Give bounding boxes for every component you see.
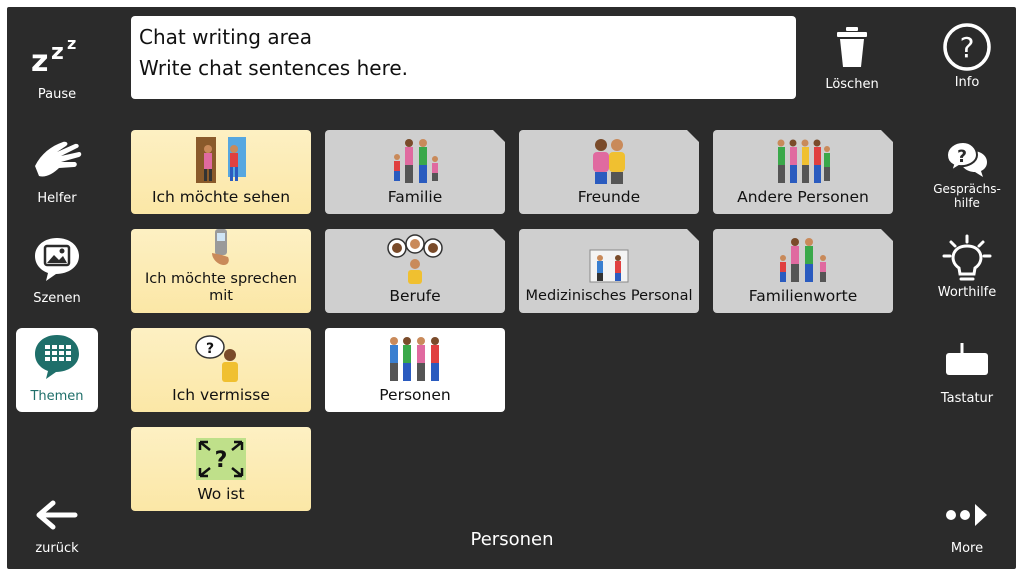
svg-text:?: ? [957,147,967,167]
tile-ich-vermisse[interactable]: ? Ich vermisse [131,328,311,412]
trash-icon [834,22,870,72]
worthilfe-button[interactable]: Worthilfe [926,230,1008,314]
group-people-icon [773,133,833,185]
helping-hand-icon [31,134,83,184]
tastatur-label: Tastatur [940,391,994,406]
topics-grid-icon [32,332,82,382]
page-title: Personen [470,529,554,550]
loeschen-label: Löschen [825,77,879,92]
svg-text:z: z [31,44,48,75]
family-people-icon [385,133,445,185]
svg-text:?: ? [960,31,975,64]
people-group-icon [385,331,445,383]
tile-label: Ich möchte sprechen mit [144,271,298,304]
sleep-zzz-icon: z z z [29,28,85,78]
info-label: Info [954,75,980,90]
pause-label: Pause [37,87,77,102]
family-words-icon [773,232,833,284]
see-door-icon [192,133,250,185]
tile-label: Andere Personen [737,188,869,206]
where-map-icon: ? [194,430,248,482]
svg-text:?: ? [206,341,214,357]
zurueck-button[interactable]: zurück [16,486,98,570]
tile-label: Freunde [577,188,641,206]
medical-staff-icon [588,246,630,284]
tile-label: Personen [379,386,451,404]
worthilfe-label: Worthilfe [937,285,997,300]
tile-label: Ich vermisse [172,386,270,404]
tile-personen[interactable]: Personen [325,328,505,412]
arrow-left-icon [35,490,79,540]
svg-text:?: ? [215,448,228,473]
helfer-label: Helfer [37,191,77,206]
lightbulb-icon [941,234,993,284]
scene-image-icon [32,234,82,284]
gespraechshilfe-button[interactable]: ? Gesprächs- hilfe [926,130,1008,214]
chat-line-1: Chat writing area [139,25,312,49]
tile-ich-moechte-sehen[interactable]: Ich möchte sehen [131,130,311,214]
tile-label: Wo ist [197,485,245,503]
chat-line-2: Write chat sentences here. [139,56,409,80]
themen-label: Themen [30,389,84,404]
tile-label: Ich möchte sehen [151,188,291,206]
tile-medizinisches-personal[interactable]: Medizinisches Personal [519,229,699,313]
chat-writing-area[interactable]: Chat writing area Write chat sentences h… [131,16,796,99]
friends-icon [584,133,634,185]
more-arrow-icon [943,490,991,540]
svg-text:z: z [67,34,76,53]
szenen-button[interactable]: Szenen [16,230,98,314]
tile-berufe[interactable]: Berufe [325,229,505,313]
tile-andere-personen[interactable]: Andere Personen [713,130,893,214]
tile-familienworte[interactable]: Familienworte [713,229,893,313]
pause-button[interactable]: z z z Pause [16,24,98,108]
helfer-button[interactable]: Helfer [16,130,98,214]
missing-thought-icon: ? [192,331,250,383]
tile-freunde[interactable]: Freunde [519,130,699,214]
conversation-help-icon: ? [945,134,989,184]
tastatur-button[interactable]: Tastatur [926,330,1008,414]
info-button[interactable]: ? Info [926,18,1008,102]
professions-icon [386,232,444,284]
loeschen-button[interactable]: Löschen [810,18,894,102]
tile-label: Berufe [389,287,441,305]
tile-familie[interactable]: Familie [325,130,505,214]
tile-wo-ist[interactable]: ? Wo ist [131,427,311,511]
phone-talk-icon [206,227,236,267]
help-question-icon: ? [941,22,993,72]
szenen-label: Szenen [33,291,81,306]
tile-label: Familie [387,188,443,206]
more-label: More [950,541,984,556]
gespraechshilfe-label: Gesprächs- hilfe [933,182,1001,210]
more-button[interactable]: More [926,486,1008,570]
themen-button[interactable]: Themen [16,328,98,412]
tile-label: Medizinisches Personal [525,288,693,304]
tile-label: Familienworte [748,287,858,305]
zurueck-label: zurück [35,541,79,556]
tile-ich-moechte-sprechen-mit[interactable]: Ich möchte sprechen mit [131,229,311,313]
keyboard-icon [942,334,992,384]
svg-text:z: z [51,40,64,65]
